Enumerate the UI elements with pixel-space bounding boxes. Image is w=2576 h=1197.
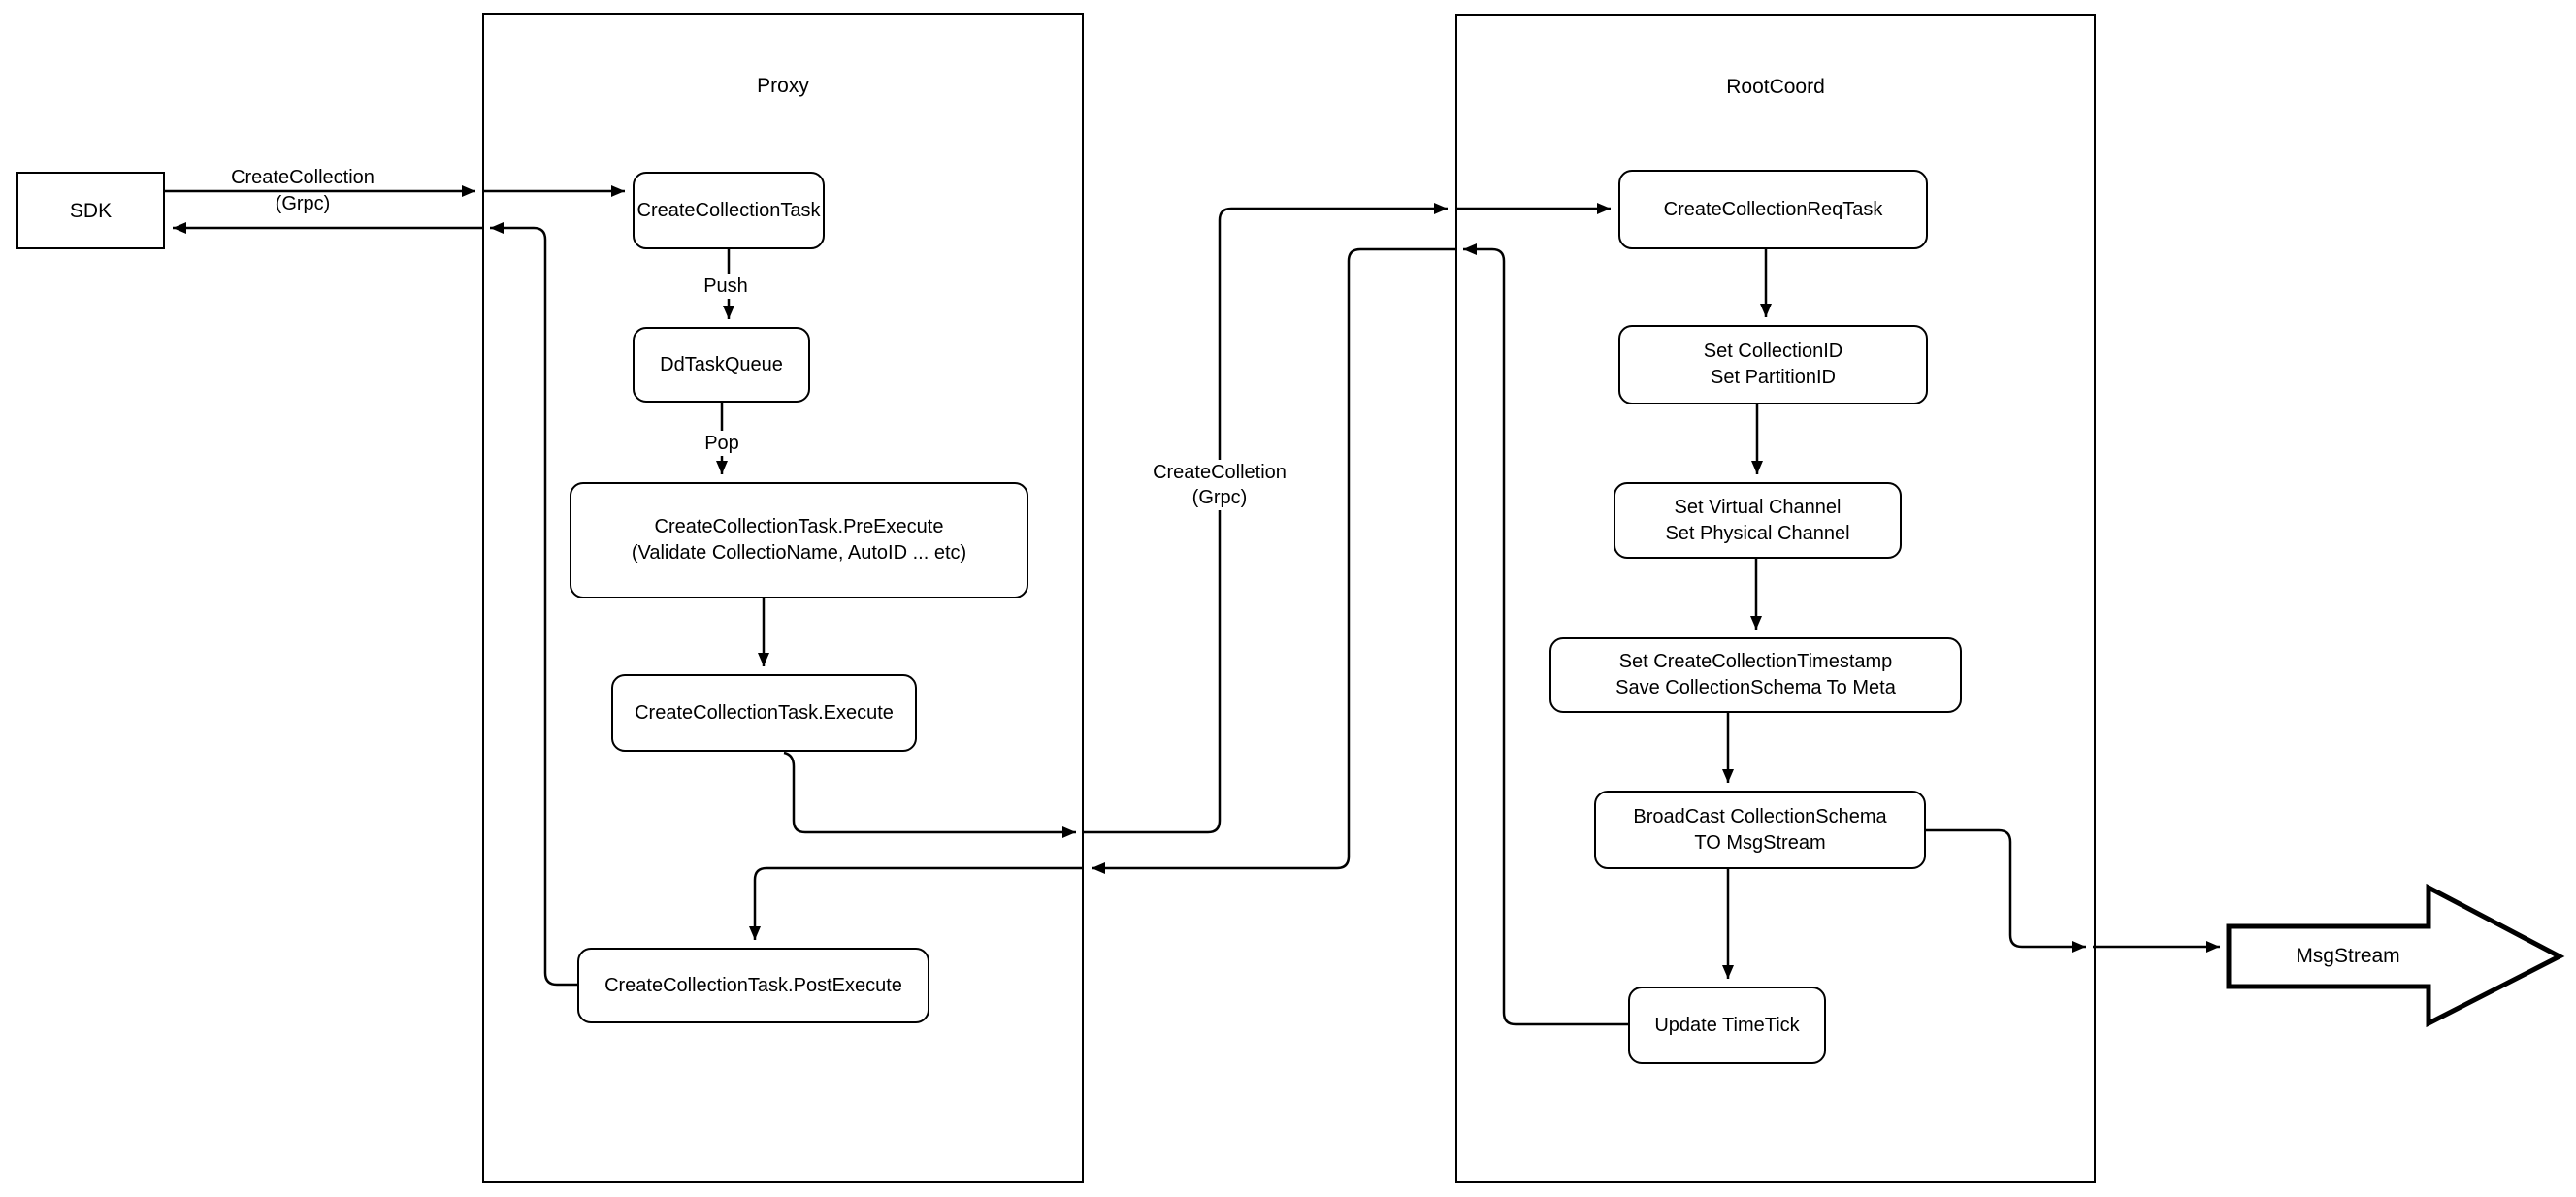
- edge-label-pop: Pop: [681, 431, 763, 456]
- edge-label-mid-grpc-line1: CreateColletion: [1153, 462, 1287, 483]
- node-set-ids-line2: Set PartitionID: [1711, 367, 1836, 388]
- node-dd-task-queue: DdTaskQueue: [633, 327, 810, 403]
- node-set-timestamp-line2: Save CollectionSchema To Meta: [1615, 677, 1896, 698]
- edge-label-sdk-grpc: CreateCollection (Grpc): [206, 165, 400, 217]
- edge-label-push-text: Push: [703, 275, 748, 297]
- edge-label-sdk-grpc-line1: CreateCollection: [231, 167, 375, 188]
- node-postexecute-label: CreateCollectionTask.PostExecute: [604, 974, 902, 996]
- edge-label-push: Push: [685, 274, 766, 299]
- node-preexecute-label-line2: (Validate CollectioName, AutoID ... etc): [631, 542, 967, 564]
- proxy-title: Proxy: [757, 75, 809, 97]
- node-dd-task-queue-label: DdTaskQueue: [660, 353, 783, 375]
- rootcoord-container: RootCoord: [1455, 14, 2096, 1183]
- node-set-timestamp-save-schema: Set CreateCollectionTimestamp Save Colle…: [1549, 637, 1962, 713]
- edge-label-pop-text: Pop: [704, 433, 739, 454]
- edge-rootcoord-border-to-proxy: [1092, 247, 1455, 874]
- node-update-timetick: Update TimeTick: [1628, 987, 1826, 1064]
- node-broadcast-line1: BroadCast CollectionSchema: [1633, 805, 1887, 827]
- node-set-timestamp-line1: Set CreateCollectionTimestamp: [1618, 651, 1893, 672]
- msgstream-arrow-shape: [2226, 883, 2565, 1028]
- rootcoord-title: RootCoord: [1726, 76, 1825, 98]
- node-execute-label: CreateCollectionTask.Execute: [635, 701, 894, 724]
- node-broadcast-line2: TO MsgStream: [1694, 831, 1826, 854]
- node-preexecute-label-line1: CreateCollectionTask.PreExecute: [654, 516, 944, 537]
- edge-broadcast-to-rootcoord-border: [1926, 828, 2086, 953]
- node-create-collection-req-task-label: CreateCollectionReqTask: [1663, 198, 1883, 220]
- node-sdk: SDK: [16, 172, 165, 249]
- node-sdk-label: SDK: [69, 199, 113, 222]
- node-set-channels: Set Virtual Channel Set Physical Channel: [1614, 482, 1902, 559]
- node-create-collection-task: CreateCollectionTask: [633, 172, 825, 249]
- node-set-channels-line1: Set Virtual Channel: [1674, 496, 1842, 518]
- edge-execute-to-proxy-border: [783, 751, 1076, 838]
- node-set-ids: Set CollectionID Set PartitionID: [1618, 325, 1928, 404]
- edge-proxy-border-to-postexecute: [749, 866, 1084, 940]
- node-create-collection-task-label: CreateCollectionTask: [636, 199, 821, 221]
- node-set-ids-line1: Set CollectionID: [1703, 340, 1843, 362]
- node-set-channels-line2: Set Physical Channel: [1665, 522, 1850, 544]
- node-postexecute: CreateCollectionTask.PostExecute: [577, 948, 929, 1023]
- node-execute: CreateCollectionTask.Execute: [611, 674, 917, 752]
- edge-proxy-border-to-rootcoord: [1084, 203, 1448, 834]
- edge-timetick-to-rootcoord-border: [1463, 243, 1628, 1026]
- node-create-collection-req-task: CreateCollectionReqTask: [1618, 170, 1928, 249]
- node-broadcast-schema: BroadCast CollectionSchema TO MsgStream: [1594, 791, 1926, 869]
- node-preexecute: CreateCollectionTask.PreExecute (Validat…: [570, 482, 1028, 598]
- edge-postexecute-to-proxy-border: [490, 222, 577, 987]
- edge-label-mid-grpc-line2: (Grpc): [1191, 487, 1248, 508]
- edge-label-sdk-grpc-line2: (Grpc): [275, 193, 331, 214]
- edge-label-mid-grpc: CreateColletion (Grpc): [1123, 460, 1317, 510]
- node-update-timetick-label: Update TimeTick: [1654, 1014, 1800, 1036]
- proxy-container: Proxy: [482, 13, 1084, 1183]
- msgstream-label: MsgStream: [2296, 945, 2400, 967]
